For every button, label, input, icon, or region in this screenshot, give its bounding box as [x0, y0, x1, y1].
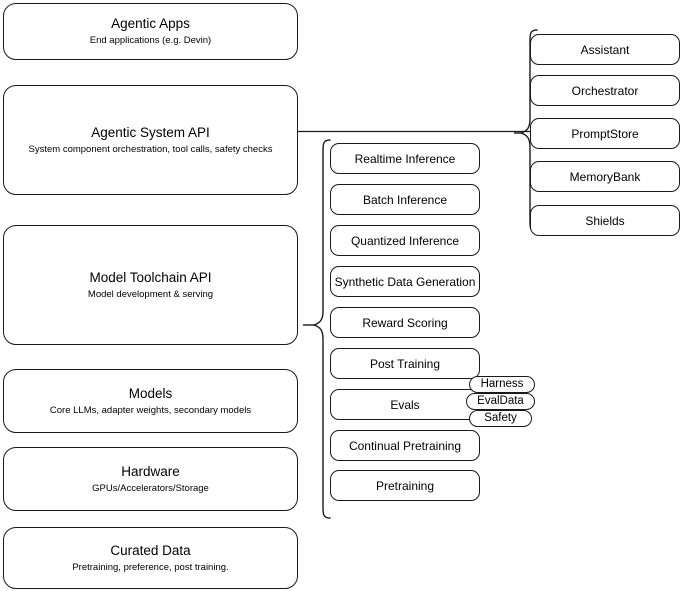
component-label: Synthetic Data Generation	[334, 274, 476, 289]
stack-layer-subtitle: End applications (e.g. Devin)	[89, 35, 212, 46]
component-label: Shields	[585, 213, 625, 228]
stack-layer-title: Models	[128, 385, 173, 401]
stack-layer-subtitle: Pretraining, preference, post training.	[72, 561, 229, 573]
component-reward-scoring[interactable]: Reward Scoring	[330, 307, 480, 338]
evals-tag-label: EvalData	[477, 395, 524, 407]
stack-layer-curated-data[interactable]: Curated Data Pretraining, preference, po…	[3, 527, 298, 589]
stack-layer-subtitle: Model development & serving	[87, 288, 214, 300]
connector-agentic-system-api-to-components	[298, 120, 530, 144]
brace-model-toolchain-components	[303, 139, 333, 519]
component-quantized-inference[interactable]: Quantized Inference	[330, 225, 480, 256]
component-memorybank[interactable]: MemoryBank	[530, 161, 680, 192]
stack-layer-models[interactable]: Models Core LLMs, adapter weights, secon…	[3, 369, 298, 433]
component-assistant[interactable]: Assistant	[530, 34, 680, 65]
component-orchestrator[interactable]: Orchestrator	[530, 75, 680, 106]
component-label: Pretraining	[375, 478, 435, 493]
stack-layer-agentic-apps[interactable]: Agentic Apps End applications (e.g. Devi…	[3, 3, 298, 60]
stack-layer-subtitle: Core LLMs, adapter weights, secondary mo…	[49, 404, 252, 416]
component-label: Batch Inference	[362, 192, 448, 207]
component-realtime-inference[interactable]: Realtime Inference	[330, 143, 480, 174]
component-label: Evals	[390, 397, 420, 412]
stack-layer-subtitle: GPUs/Accelerators/Storage	[92, 482, 209, 494]
stack-layer-title: Curated Data	[110, 542, 191, 558]
stack-layer-model-toolchain-api[interactable]: Model Toolchain API Model development & …	[3, 225, 298, 345]
component-label: Quantized Inference	[350, 233, 460, 248]
evals-tag-label: Safety	[484, 412, 517, 424]
component-label: Post Training	[369, 356, 441, 371]
evals-tag-label: Harness	[480, 378, 524, 390]
component-shields[interactable]: Shields	[530, 205, 680, 236]
stack-layer-agentic-system-api[interactable]: Agentic System API System component orch…	[3, 85, 298, 195]
component-pretraining[interactable]: Pretraining	[330, 470, 480, 501]
component-batch-inference[interactable]: Batch Inference	[330, 184, 480, 215]
component-evals[interactable]: Evals	[330, 389, 480, 420]
component-synthetic-data-generation[interactable]: Synthetic Data Generation	[330, 266, 480, 297]
evals-tag-safety[interactable]: Safety	[469, 410, 532, 427]
stack-layer-subtitle: System component orchestration, tool cal…	[28, 143, 273, 155]
component-label: Realtime Inference	[354, 151, 456, 166]
evals-tag-evaldata[interactable]: EvalData	[466, 393, 535, 410]
stack-layer-hardware[interactable]: Hardware GPUs/Accelerators/Storage	[3, 447, 298, 511]
stack-layer-title: Agentic Apps	[111, 16, 190, 31]
component-label: MemoryBank	[569, 169, 641, 184]
component-label: Continual Pretraining	[348, 438, 462, 453]
component-continual-pretraining[interactable]: Continual Pretraining	[330, 430, 480, 461]
component-promptstore[interactable]: PromptStore	[530, 118, 680, 149]
component-label: Reward Scoring	[362, 315, 448, 330]
stack-layer-title: Agentic System API	[91, 124, 210, 140]
component-label: Orchestrator	[571, 83, 639, 98]
component-post-training[interactable]: Post Training	[330, 348, 480, 379]
stack-layer-title: Model Toolchain API	[89, 269, 212, 285]
evals-tag-harness[interactable]: Harness	[469, 376, 535, 393]
component-label: PromptStore	[571, 126, 639, 141]
component-label: Assistant	[580, 42, 630, 57]
stack-layer-title: Hardware	[121, 463, 180, 479]
